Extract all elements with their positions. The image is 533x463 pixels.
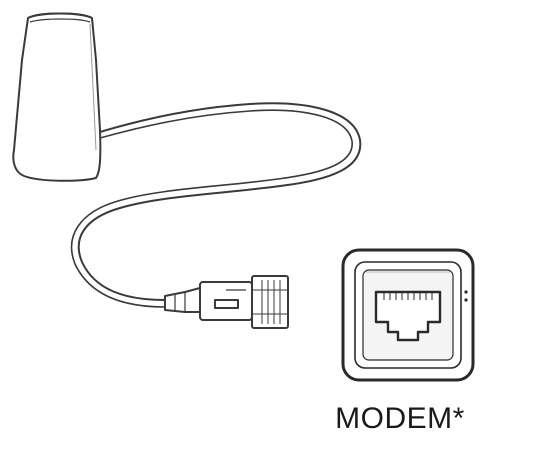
rj45-plug-icon — [164, 275, 289, 329]
modem-label: MODEM* — [335, 402, 465, 435]
router-icon — [12, 12, 102, 182]
ethernet-cable-icon — [70, 102, 362, 308]
ethernet-port-icon — [341, 248, 475, 382]
